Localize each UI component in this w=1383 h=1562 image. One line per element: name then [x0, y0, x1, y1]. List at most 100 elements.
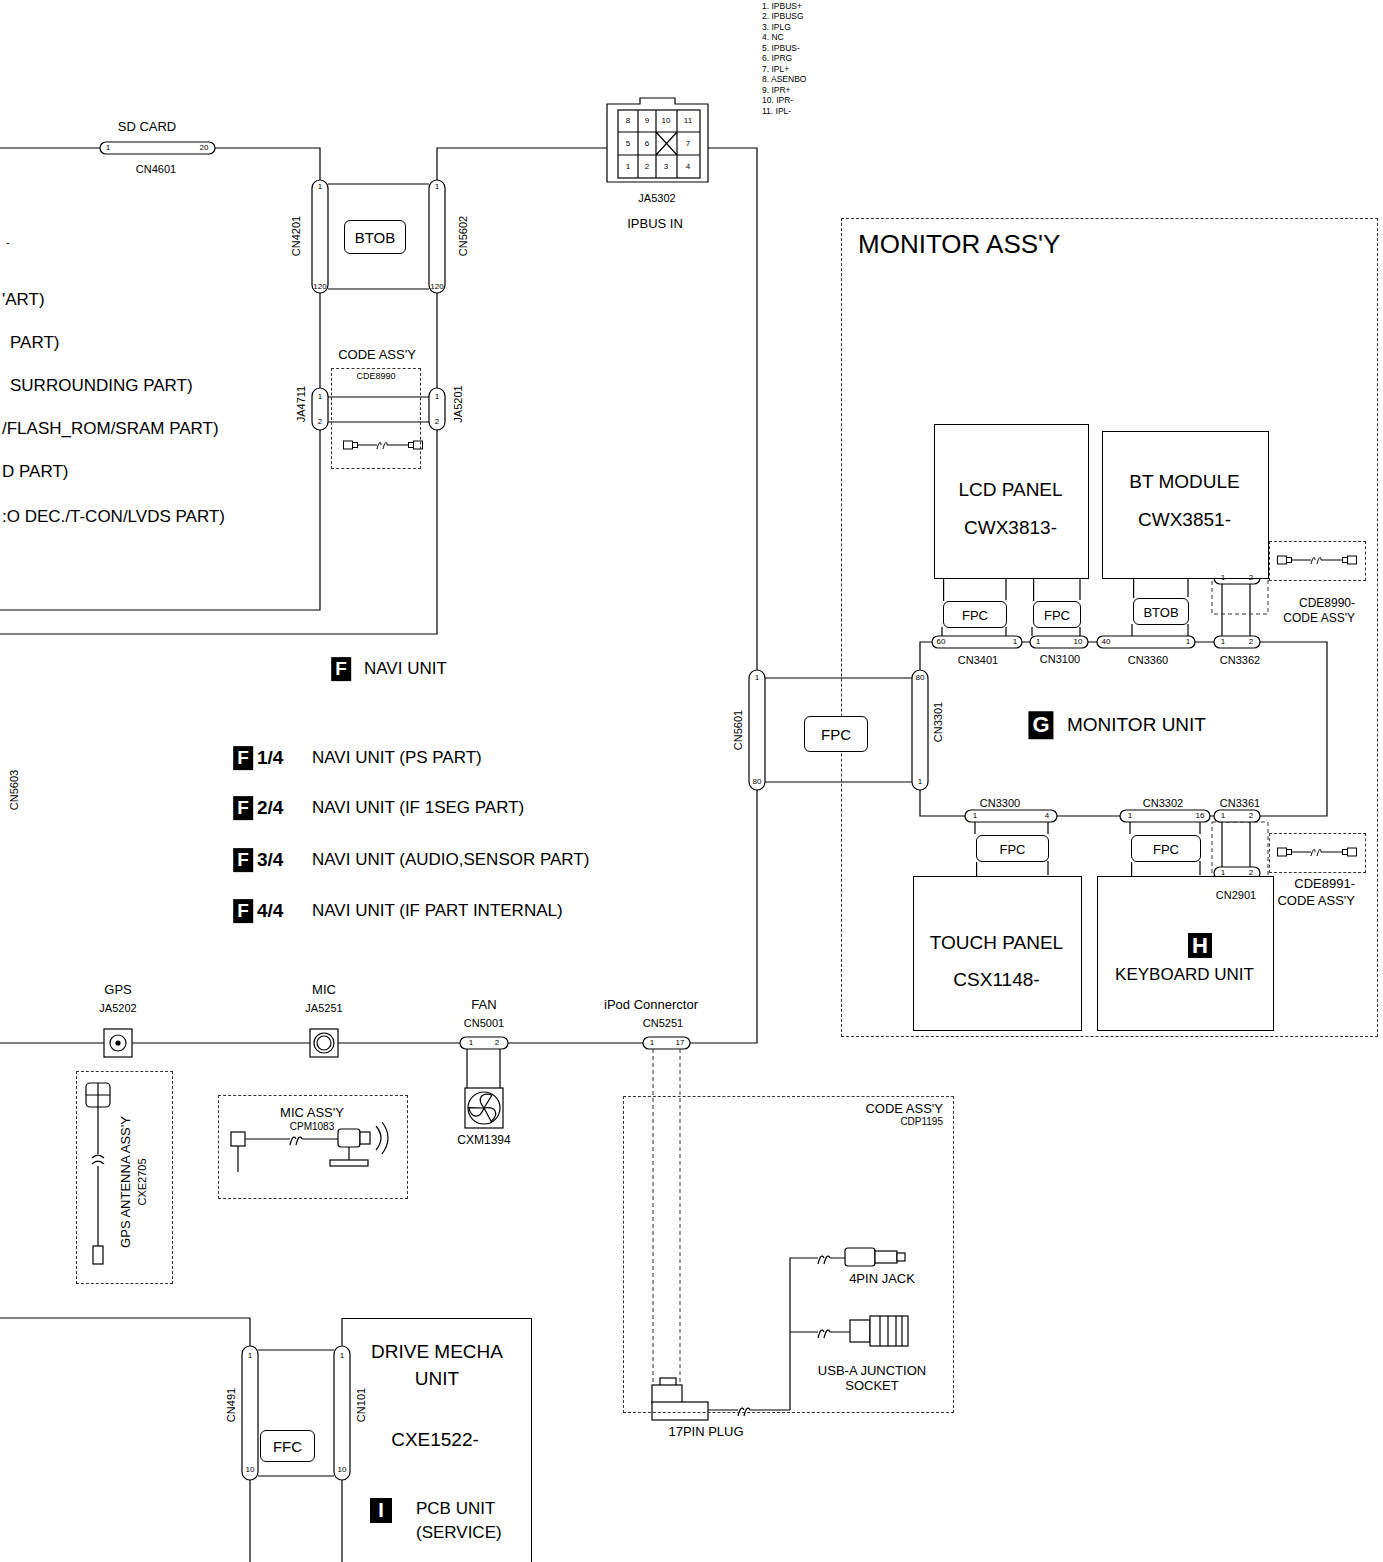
pin-number: 1 [626, 162, 630, 171]
node-text: CDP1195 [774, 1116, 943, 1128]
pin-number: 9. IPR+ [762, 86, 791, 96]
fan-symbol [480, 1105, 498, 1122]
label-text: CN491 [225, 1388, 238, 1422]
wire [0, 148, 1327, 1562]
connector-oval [334, 1346, 350, 1480]
node-text: CDE8990- CODE ASS'Y [1268, 596, 1355, 626]
unit-marker: H [1188, 933, 1212, 958]
connector-oval [312, 180, 328, 293]
jack-symbol [317, 1036, 331, 1050]
label-text: CN4201 [290, 216, 303, 256]
pin-number: 1 [1221, 573, 1225, 582]
ipbus-connector [607, 98, 708, 182]
connector-oval [1214, 810, 1260, 822]
connector-oval [965, 810, 1057, 822]
label-text: CN2901 [1216, 889, 1256, 902]
cable-line [1133, 579, 1134, 598]
connector-oval [643, 1037, 690, 1049]
node-text: FPC [962, 608, 988, 621]
node-text: FPC [821, 727, 851, 742]
pin-number: 10 [1074, 637, 1083, 646]
cable-line [1033, 579, 1034, 601]
jack-symbol [110, 1035, 126, 1051]
pin-number: 60 [937, 637, 946, 646]
connector-oval [429, 388, 445, 430]
fan-symbol [480, 1094, 492, 1108]
node-text: FPC [1000, 842, 1026, 855]
ipod-cable [652, 1385, 682, 1403]
label-text: JA5201 [452, 385, 465, 422]
unit-box: DRIVE MECHA UNITCXE1522-IPCB UNIT (SERVI… [342, 1318, 532, 1562]
label-text: CXM1394 [457, 1134, 510, 1148]
pin-number: 1 [650, 1038, 654, 1047]
ipod-cable [850, 1320, 870, 1342]
pin-number: 3 [664, 162, 668, 171]
label-text: CN3362 [1220, 654, 1260, 667]
connector-oval [460, 1037, 508, 1049]
label-text: NAVI UNIT (AUDIO,SENSOR PART) [312, 850, 589, 870]
connector-oval [312, 388, 328, 430]
node-text: CODE ASS'Y [774, 1101, 943, 1117]
connector-oval [912, 670, 928, 790]
label-text: CN5601 [732, 710, 745, 750]
pin-number: 2 [1249, 573, 1253, 582]
label-text: CN3401 [958, 654, 998, 667]
label-text: SD CARD [118, 120, 177, 135]
pin-number: 11. IPL- [762, 107, 791, 117]
label-text: F [233, 796, 253, 820]
pin-number: 20 [200, 143, 209, 152]
label-text: CN3361 [1220, 797, 1260, 810]
node-text: MONITOR ASS'Y [858, 229, 1060, 260]
pin-number: 1 [318, 182, 322, 191]
node-text: KEYBOARD UNIT [1098, 965, 1271, 985]
label-text: 'ART) [2, 290, 45, 310]
node-text: BTOB [1143, 605, 1178, 618]
label-text: F [233, 899, 253, 923]
ipod-cable [897, 1253, 905, 1261]
assembly-frame: MONITOR ASS'YLCD PANEL CWX3813-BT MODULE… [841, 218, 1378, 1037]
pin-number: 1 [248, 1351, 252, 1360]
pin-number: 2 [1249, 811, 1253, 820]
node-text: FFC [273, 1439, 302, 1454]
cable-tag: FPC [1033, 601, 1081, 628]
pin-number: 4 [1045, 811, 1049, 820]
label-text: F [331, 657, 351, 681]
label-text: D PART) [2, 462, 68, 482]
pin-number: 1 [1036, 637, 1040, 646]
cable-tag: BTOB [1133, 598, 1189, 625]
mic-symbol [231, 1132, 245, 1146]
pin-number: 1 [1221, 868, 1225, 877]
pin-number: 1 [106, 143, 110, 152]
ipod-cable [870, 1316, 908, 1346]
cable-line [1131, 862, 1132, 876]
mic-symbol [338, 1129, 360, 1147]
label-text: CN3301 [932, 702, 945, 742]
pin-number: 8 [626, 116, 630, 125]
label-text: USB-A JUNCTION SOCKET [808, 1364, 936, 1394]
pin-number: 1 [1013, 637, 1017, 646]
pin-number: 1 [918, 777, 922, 786]
label-text: - [6, 236, 10, 249]
pin-number: 10 [662, 116, 671, 125]
label-text: 1/4 [257, 747, 283, 769]
pin-number: 40 [1102, 637, 1111, 646]
pin-number: 120 [313, 282, 326, 291]
label-text: CN3300 [980, 797, 1020, 810]
pin-number: 10 [246, 1465, 255, 1474]
label-text: JA5202 [99, 1002, 136, 1015]
gps-antenna [86, 1083, 110, 1246]
mic-assembly: MIC ASS'YCPM1083 [218, 1095, 408, 1199]
cable-assembly: CDE8990- CODE ASS'Y [1269, 541, 1366, 581]
ipod-cable [845, 1248, 875, 1266]
connector-oval [749, 670, 765, 790]
label-text: PART) [10, 333, 59, 353]
fan-symbol [468, 1092, 500, 1124]
label-text: CN101 [355, 1388, 368, 1422]
node-text: FPC [1044, 608, 1070, 621]
ipbus-connector [618, 110, 700, 178]
pin-number: 5 [626, 139, 630, 148]
node-text: CPM1083 [219, 1121, 405, 1133]
fan-symbol [465, 1088, 503, 1128]
